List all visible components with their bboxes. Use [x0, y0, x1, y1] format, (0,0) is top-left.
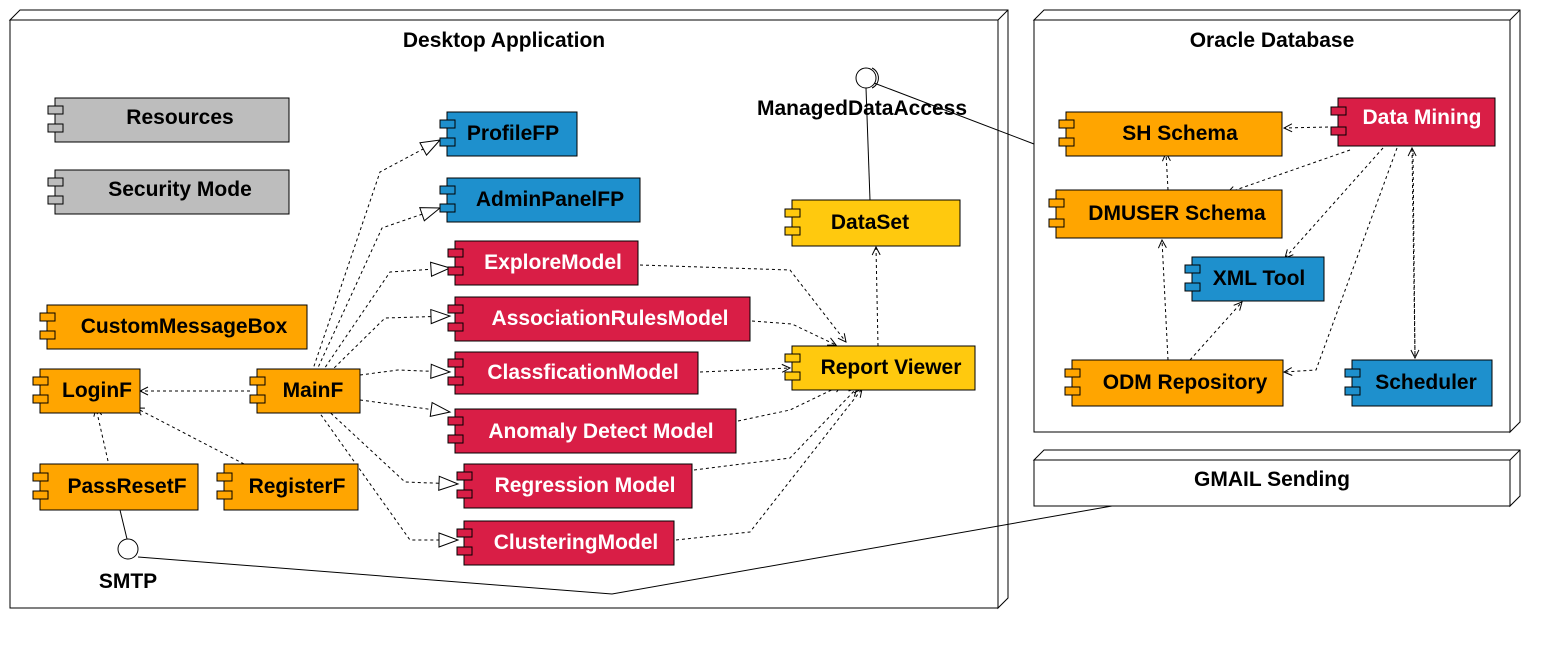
component-anomaly-detect-model[interactable]: Anomaly Detect Model [447, 408, 737, 454]
login-f-label: LoginF [62, 379, 132, 402]
component-register-f[interactable]: RegisterF [216, 463, 359, 511]
interface-smtp: SMTP [99, 538, 157, 593]
component-profile-fp[interactable]: ProfileFP [439, 111, 578, 157]
component-pass-reset-f[interactable]: PassResetF [32, 463, 199, 511]
report-viewer-label: Report Viewer [821, 356, 962, 379]
explore-model-label: ExploreModel [484, 251, 622, 274]
component-dmuser-schema[interactable]: DMUSER Schema [1048, 189, 1283, 239]
admin-panel-fp-label: AdminPanelFP [476, 188, 624, 211]
managed-data-access-lollipop [855, 67, 877, 89]
dmuser-schema-label: DMUSER Schema [1088, 202, 1266, 225]
regression-model-label: Regression Model [495, 474, 676, 497]
node-gmail-sending: GMAIL Sending [1032, 449, 1521, 508]
odm-repository-label: ODM Repository [1103, 371, 1268, 394]
link-managed-data-access-oracle [873, 82, 1035, 145]
custom-message-box-label: CustomMessageBox [81, 315, 288, 338]
interface-managed-data-access: ManagedDataAccess [757, 67, 967, 120]
component-custom-message-box[interactable]: CustomMessageBox [39, 304, 308, 350]
profile-fp-label: ProfileFP [467, 122, 559, 145]
component-main-f[interactable]: MainF [249, 368, 361, 414]
link-passreset-smtp [119, 509, 128, 540]
resources-label: Resources [126, 106, 233, 129]
component-resources[interactable]: Resources [47, 97, 290, 143]
security-mode-label: Security Mode [108, 178, 252, 201]
smtp-lollipop [117, 538, 139, 560]
component-dataset[interactable]: DataSet [784, 199, 961, 247]
gmail-sending-title: GMAIL Sending [1194, 468, 1350, 491]
dataset-label: DataSet [831, 211, 909, 234]
smtp-label: SMTP [99, 570, 157, 593]
pass-reset-f-label: PassResetF [67, 475, 186, 498]
desktop-application-title: Desktop Application [403, 29, 605, 52]
association-rules-model-label: AssociationRulesModel [492, 307, 729, 330]
component-odm-repository[interactable]: ODM Repository [1064, 359, 1284, 407]
plain-links [119, 82, 1113, 595]
data-mining-label: Data Mining [1363, 106, 1482, 129]
component-scheduler[interactable]: Scheduler [1344, 359, 1493, 407]
xml-tool-label: XML Tool [1213, 267, 1306, 290]
component-regression-model[interactable]: Regression Model [456, 463, 693, 509]
classfication-model-label: ClassficationModel [487, 361, 678, 384]
component-association-rules-model[interactable]: AssociationRulesModel [447, 296, 751, 342]
component-sh-schema[interactable]: SH Schema [1058, 111, 1283, 157]
component-clustering-model[interactable]: ClusteringModel [456, 520, 675, 566]
component-data-mining[interactable]: Data Mining [1330, 97, 1496, 147]
clustering-model-label: ClusteringModel [494, 531, 659, 554]
main-f-label: MainF [283, 379, 344, 402]
anomaly-detect-model-label: Anomaly Detect Model [488, 420, 713, 443]
component-admin-panel-fp[interactable]: AdminPanelFP [439, 177, 641, 223]
dependencies [96, 127, 1415, 541]
component-report-viewer[interactable]: Report Viewer [784, 345, 976, 391]
link-smtp-gmail [137, 505, 1113, 595]
scheduler-label: Scheduler [1375, 371, 1477, 394]
component-classfication-model[interactable]: ClassficationModel [447, 351, 699, 395]
component-xml-tool[interactable]: XML Tool [1184, 256, 1325, 302]
component-explore-model[interactable]: ExploreModel [447, 240, 639, 286]
sh-schema-label: SH Schema [1122, 122, 1238, 145]
managed-data-access-label: ManagedDataAccess [757, 97, 967, 120]
link-dataset-managed-data-access [865, 87, 871, 201]
component-security-mode[interactable]: Security Mode [47, 169, 290, 215]
register-f-label: RegisterF [249, 475, 346, 498]
component-login-f[interactable]: LoginF [32, 368, 141, 414]
oracle-database-title: Oracle Database [1190, 29, 1355, 52]
realizations [311, 139, 460, 548]
